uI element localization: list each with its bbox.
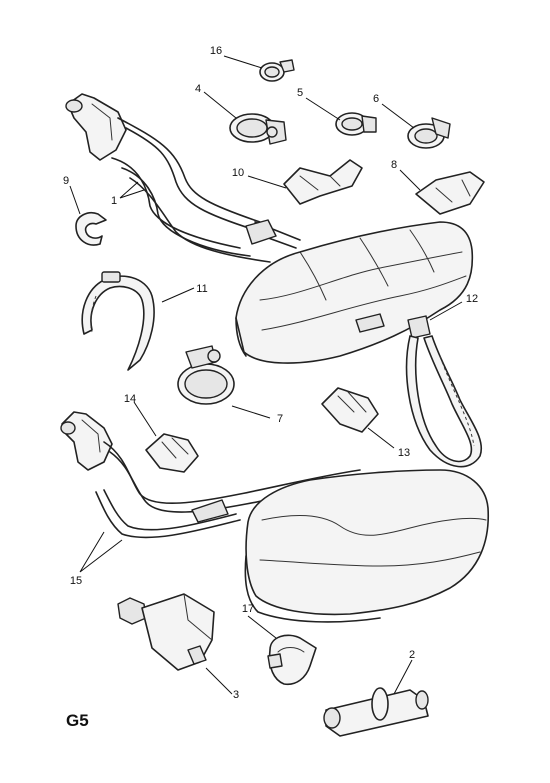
callout-17: 17 (242, 603, 254, 615)
callout-6: 6 (373, 93, 379, 105)
callout-4: 4 (195, 83, 201, 95)
callout-2: 2 (409, 649, 415, 661)
leader-lines (69, 55, 463, 695)
callout-9: 9 (63, 175, 69, 187)
strap-11 (81, 271, 155, 371)
clamp-7 (177, 345, 235, 405)
callout-3: 3 (233, 689, 239, 701)
sender-unit-3 (117, 593, 215, 671)
callout-10: 10 (232, 167, 244, 179)
page-code: G5 (66, 711, 89, 730)
callout-14: 14 (124, 393, 136, 405)
callout-12: 12 (466, 293, 478, 305)
clamp-4 (229, 113, 287, 145)
clamp-6 (407, 117, 451, 149)
callout-11: 11 (196, 283, 207, 295)
clip-9 (75, 211, 107, 246)
upper-fuel-pipes (111, 117, 301, 263)
bracket-10 (283, 159, 363, 205)
clip-17 (267, 634, 317, 686)
callout-8: 8 (391, 159, 397, 171)
cable-tie-12 (405, 315, 483, 468)
upper-filler-neck (65, 93, 127, 161)
callout-15: 15 (70, 575, 82, 587)
callout-13: 13 (398, 447, 410, 459)
bracket-13 (321, 387, 379, 433)
upper-fuel-tank (235, 221, 474, 364)
lower-filler-neck (60, 411, 113, 471)
callout-1: 1 (111, 195, 117, 207)
grommet-2 (323, 687, 429, 737)
clamp-16 (259, 59, 295, 82)
bracket-14 (145, 433, 199, 473)
callout-16: 16 (210, 45, 222, 57)
clamp-5 (335, 112, 377, 136)
callout-5: 5 (297, 87, 303, 99)
callout-7: 7 (277, 413, 283, 425)
lower-fuel-tank (244, 469, 490, 623)
callout-labels: 16 4 5 6 10 8 9 1 11 12 14 7 13 15 17 2 … (63, 45, 478, 701)
bracket-8 (415, 171, 485, 215)
